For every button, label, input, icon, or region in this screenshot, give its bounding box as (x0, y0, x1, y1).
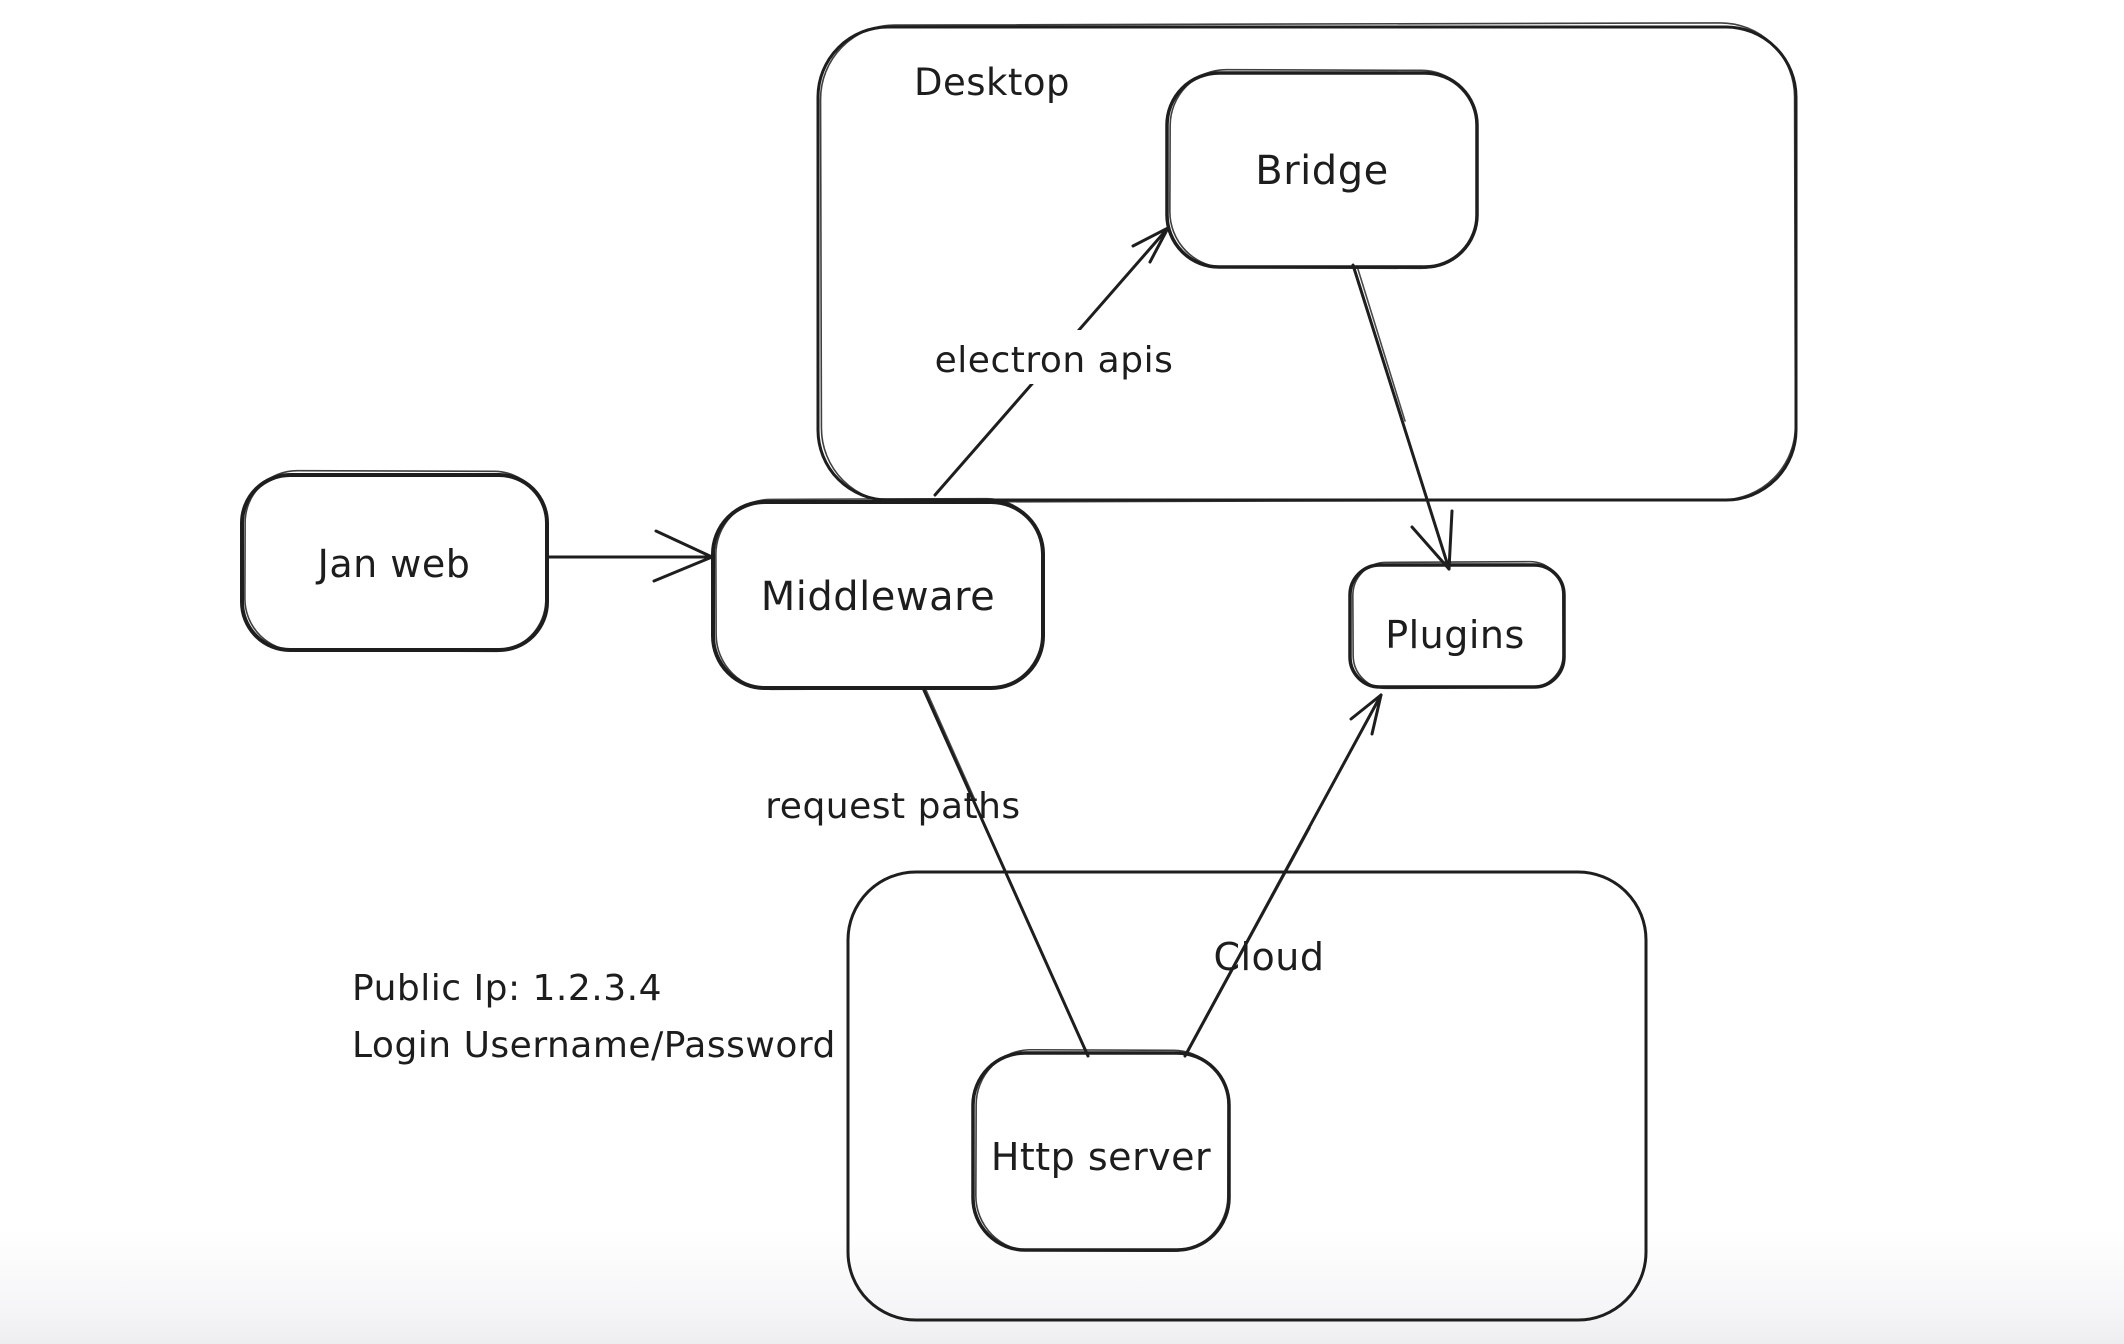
container-desktop[interactable]: Desktop (816, 22, 1798, 503)
edge-http-server-to-plugins[interactable] (1183, 693, 1383, 1058)
arrowhead (1131, 226, 1170, 264)
edge-middleware-to-http-server[interactable]: request paths (765, 686, 1090, 1058)
edge-label-bg (912, 330, 1196, 384)
node-jan-web[interactable]: Jan web (240, 469, 549, 653)
edge-label-electron-apis[interactable]: electron apis (935, 340, 1174, 381)
annotation-public-ip[interactable]: Public Ip: 1.2.3.4 (352, 968, 662, 1009)
node-plugins[interactable]: Plugins (1348, 560, 1566, 690)
container-desktop-label: Desktop (914, 61, 1070, 104)
arrowhead (1349, 693, 1383, 736)
edge-middleware-to-bridge[interactable]: electron apis (912, 226, 1196, 497)
node-jan-web-label: Jan web (316, 542, 471, 586)
node-http-server-label: Http server (991, 1135, 1211, 1179)
node-http-server[interactable]: Http server (971, 1048, 1231, 1253)
node-bridge[interactable]: Bridge (1165, 68, 1479, 270)
edge-jan-web-to-middleware[interactable] (545, 529, 714, 583)
node-middleware[interactable]: Middleware (711, 497, 1045, 691)
node-bridge-label: Bridge (1255, 148, 1388, 194)
node-middleware-label: Middleware (761, 574, 996, 620)
edge-bridge-to-plugins[interactable] (1351, 263, 1454, 571)
annotation-credentials[interactable]: Public Ip: 1.2.3.4 Login Username/Passwo… (352, 968, 836, 1066)
edge-label-request-paths[interactable]: request paths (765, 786, 1020, 827)
annotation-login[interactable]: Login Username/Password (352, 1025, 836, 1066)
node-plugins-label: Plugins (1385, 613, 1525, 657)
